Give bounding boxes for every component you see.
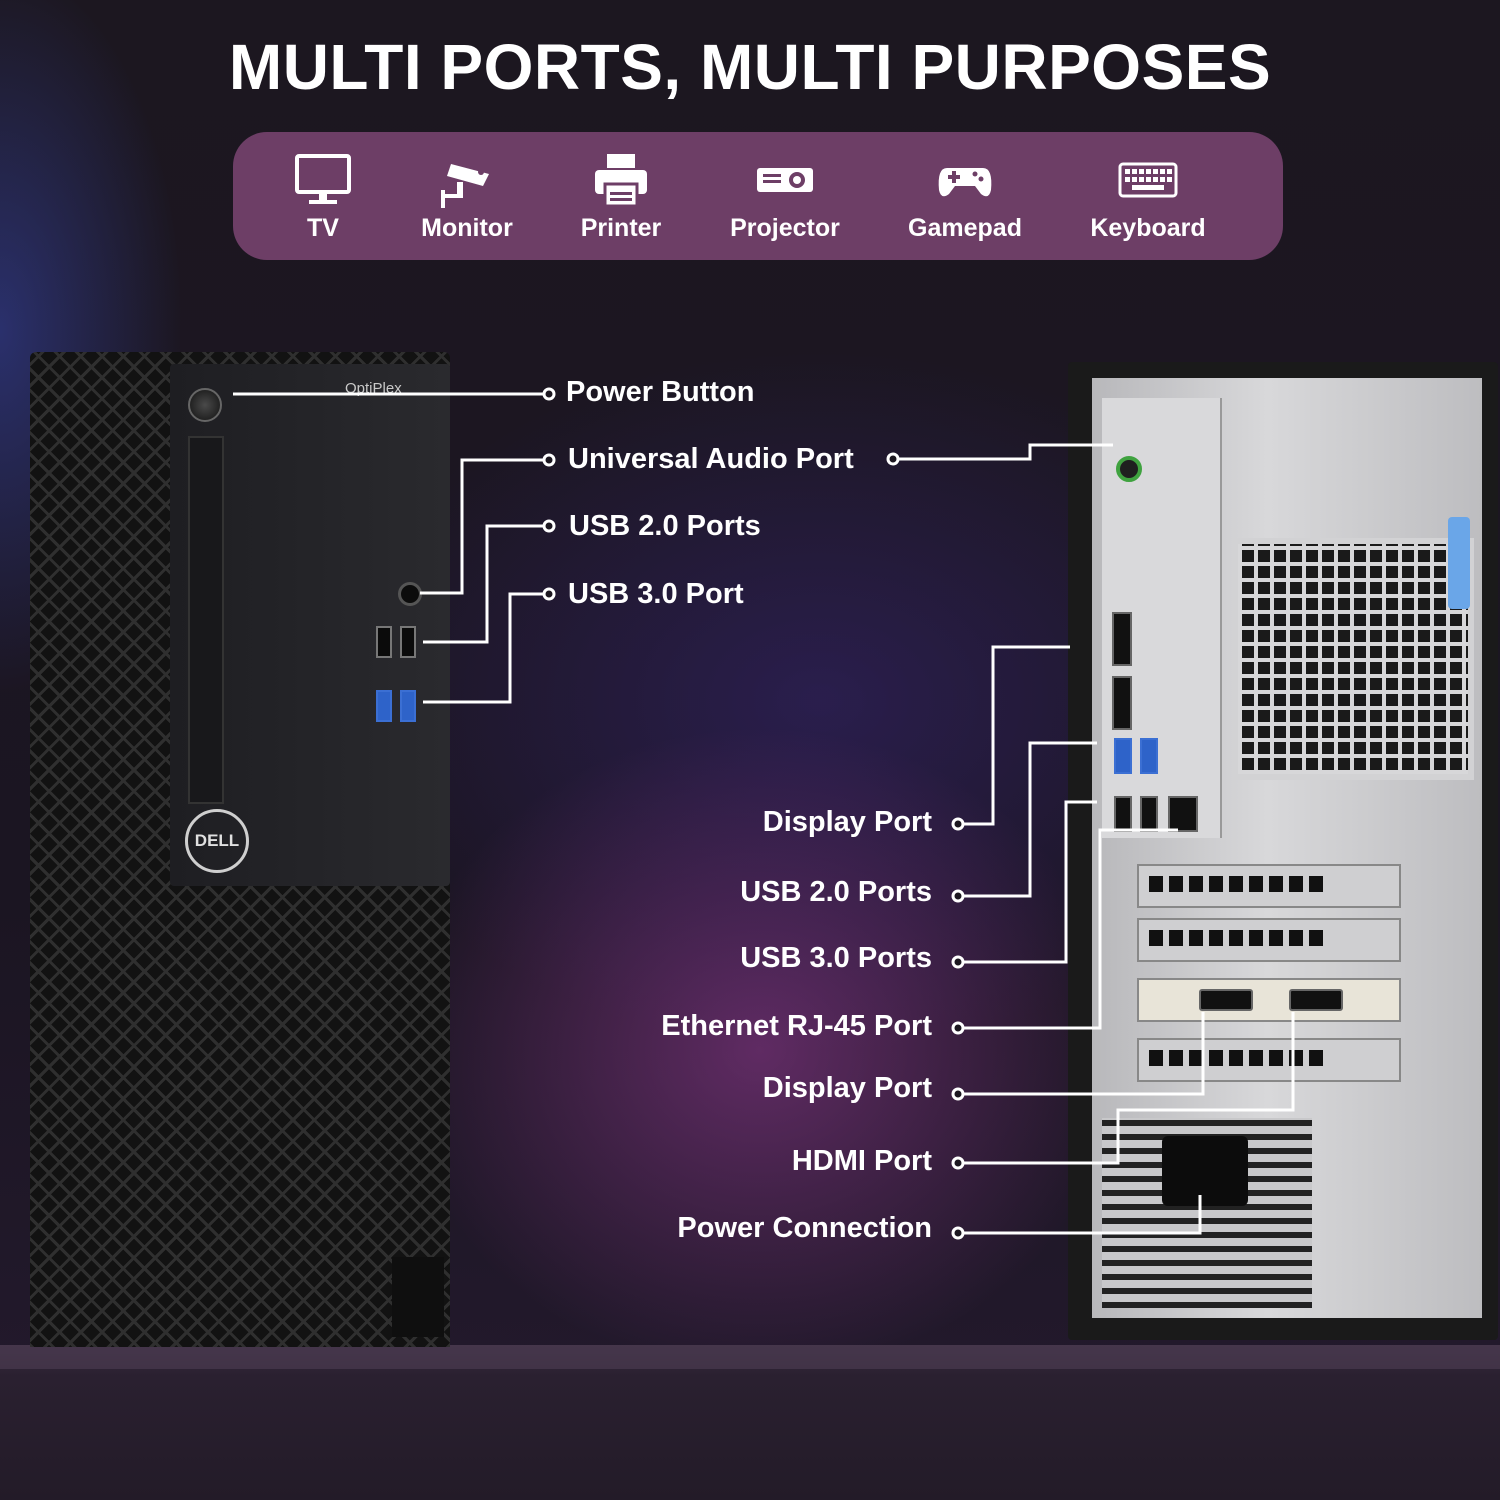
display-port [1112, 612, 1132, 666]
callout-universal-audio-port: Universal Audio Port [568, 443, 854, 475]
device-gamepad: Gamepad [895, 132, 1035, 260]
device-label: TV [307, 214, 339, 242]
usb2-port [400, 626, 416, 658]
callout-rear-usb2-ports: USB 2.0 Ports [740, 876, 932, 908]
rear-tower-image [1068, 362, 1498, 1340]
device-monitor: Monitor [397, 132, 537, 260]
device-tv: TV [253, 132, 393, 260]
power-button-graphic [188, 388, 222, 422]
side-latch [1448, 517, 1470, 609]
usb3-port [400, 690, 416, 722]
floor [0, 1345, 1500, 1500]
callout-hdmi-port: HDMI Port [791, 1145, 932, 1177]
tv-icon [295, 154, 351, 204]
projector-icon [757, 168, 813, 192]
rear-panel [1092, 378, 1482, 1318]
ethernet-port [1168, 796, 1198, 832]
front-panel: OptiPlex DELL [170, 364, 450, 886]
device-label: Printer [580, 214, 662, 242]
front-tower-image: OptiPlex DELL [30, 352, 450, 1347]
expansion-slot [1137, 918, 1401, 962]
device-label: Keyboard [1090, 214, 1206, 242]
keyboard-icon [1118, 162, 1178, 198]
callout-front-usb2-ports: USB 2.0 Ports [569, 510, 761, 542]
device-keyboard: Keyboard [1078, 132, 1218, 260]
hdmi-port [1289, 989, 1343, 1011]
tower-foot [392, 1257, 444, 1337]
device-label: Projector [730, 214, 840, 242]
fan-grille [1232, 538, 1474, 780]
rear-audio-port [1116, 456, 1142, 482]
callout-power-connection: Power Connection [677, 1212, 932, 1244]
gpu-display-port [1199, 989, 1253, 1011]
device-projector: Projector [715, 132, 855, 260]
expansion-slot [1137, 864, 1401, 908]
callout-gpu-display-port: Display Port [762, 1072, 932, 1104]
device-label: Monitor [421, 214, 513, 242]
callout-power-button: Power Button [566, 376, 755, 408]
callout-rear-display-port: Display Port [762, 806, 932, 838]
graphics-card-bracket [1137, 978, 1401, 1022]
usb2-port [376, 626, 392, 658]
page-title: MULTI PORTS, MULTI PURPOSES [228, 31, 1272, 103]
display-port [1112, 676, 1132, 730]
optical-drive [188, 436, 224, 804]
device-printer: Printer [551, 132, 691, 260]
security-camera-icon [441, 164, 489, 208]
device-label: Gamepad [908, 214, 1022, 242]
floor-edge [0, 1345, 1500, 1369]
dell-logo: DELL [185, 809, 249, 873]
printer-icon [595, 154, 647, 208]
io-strip [1102, 398, 1222, 838]
callout-rear-usb3-ports: USB 3.0 Ports [740, 942, 932, 974]
power-connector [1162, 1136, 1248, 1206]
callout-ethernet-port: Ethernet RJ-45 Port [661, 1010, 932, 1042]
callout-front-usb3-port: USB 3.0 Port [568, 578, 744, 610]
gamepad-icon [938, 168, 992, 197]
expansion-slot [1137, 1038, 1401, 1082]
usb3-port [1114, 738, 1132, 774]
power-supply [1102, 1118, 1312, 1308]
compatible-devices-bar: TV Monitor Printer Projector Gamepad Key… [233, 132, 1283, 260]
usb3-port [376, 690, 392, 722]
usb3-port [1140, 738, 1158, 774]
